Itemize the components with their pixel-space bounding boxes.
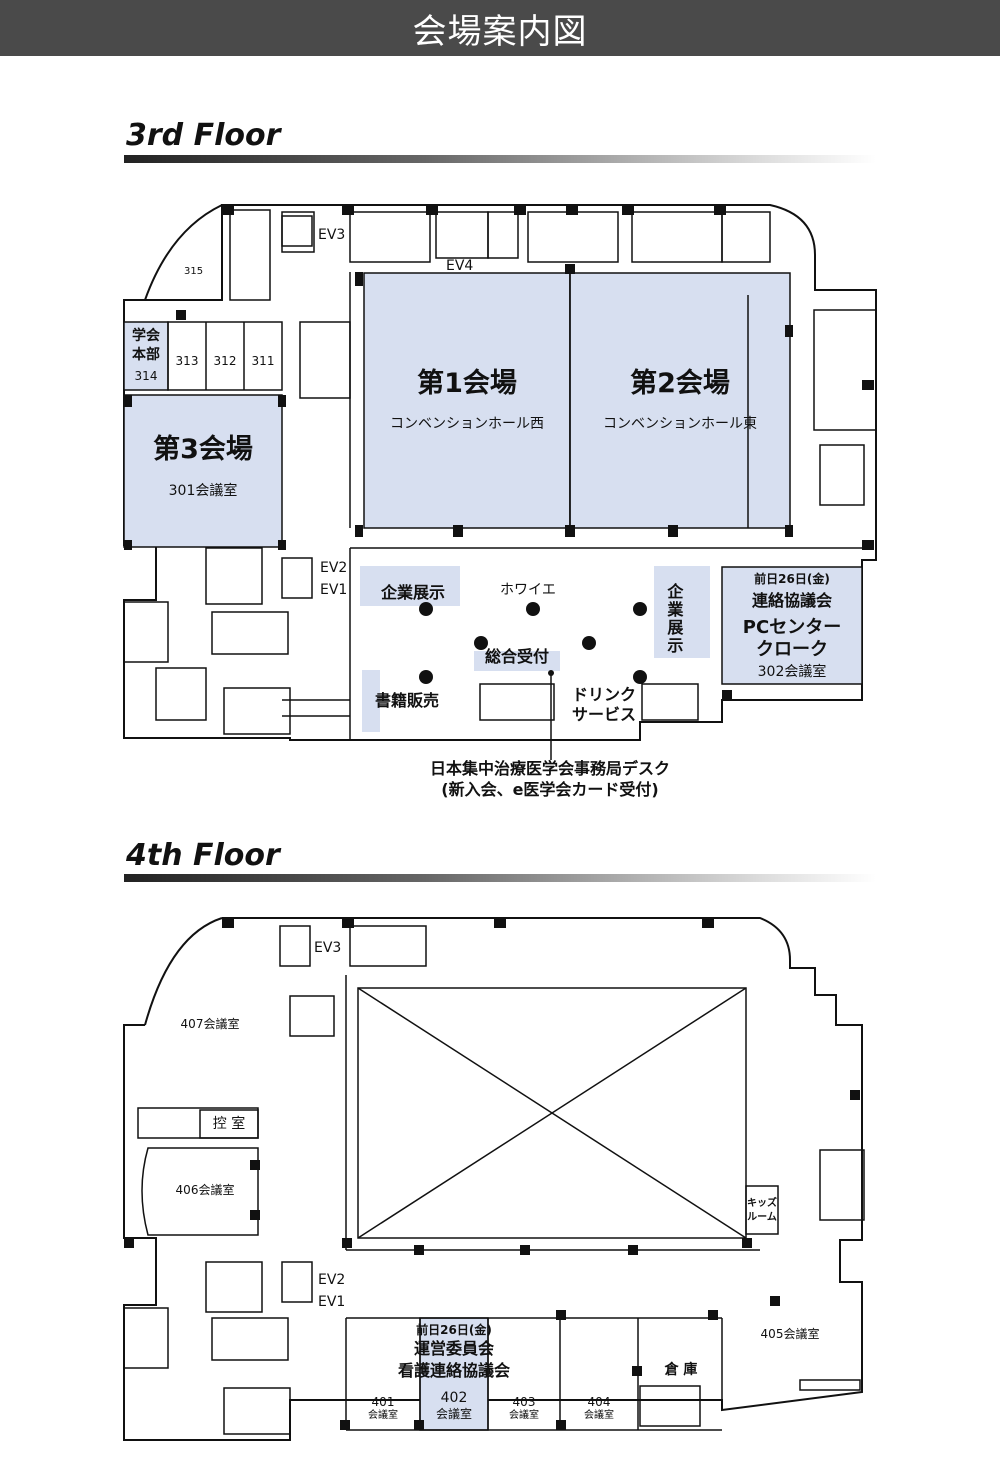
reception-label: 総合受付 <box>484 647 549 666</box>
exhibit-left: 企業展示 <box>380 583 445 602</box>
room-314: 314 <box>134 369 158 383</box>
room-302: 302会議室 <box>757 664 827 680</box>
room-315: 315 <box>184 266 204 277</box>
pc-meeting: 連絡協議会 <box>751 591 832 610</box>
hq-line1: 学会 <box>132 328 160 344</box>
desk-line2: (新入会、e医学会カード受付) <box>441 780 659 799</box>
hq-line2: 本部 <box>132 347 160 363</box>
f4-meeting-line2: 看護連絡協議会 <box>397 1361 510 1380</box>
desk-line1: 日本集中治療医学会事務局デスク <box>429 759 670 778</box>
souko-room: 倉 庫 <box>664 1362 698 1378</box>
room-311: 311 <box>251 354 275 368</box>
f4-meeting-line1: 運営委員会 <box>413 1339 494 1358</box>
ev1-label: EV1 <box>320 582 348 598</box>
room-406: 406会議室 <box>175 1183 235 1197</box>
room-402-num: 402 <box>440 1390 468 1406</box>
f4-meeting-note: 前日26日(金) <box>416 1323 492 1337</box>
f4-ev1-label: EV1 <box>318 1294 346 1310</box>
hall1-name: 第1会場 <box>417 368 517 399</box>
room-404-name: 会議室 <box>584 1410 614 1421</box>
room-404-num: 404 <box>587 1395 611 1409</box>
floor3-heading: 3rd Floor <box>126 118 281 153</box>
hall3-sub: 301会議室 <box>168 483 238 499</box>
hall3-name: 第3会場 <box>153 434 253 465</box>
floor4-heading-line <box>124 874 876 882</box>
kids-line2: ルーム <box>747 1212 777 1223</box>
pc-note: 前日26日(金) <box>754 572 830 586</box>
floor3-heading-line <box>124 155 876 163</box>
pc-center: PCセンター <box>742 617 842 638</box>
books-label: 書籍販売 <box>374 691 439 710</box>
hall1-sub: コンベンションホール西 <box>390 416 544 432</box>
room-312: 312 <box>213 354 237 368</box>
room-401-name: 会議室 <box>368 1410 398 1421</box>
room-403-name: 会議室 <box>509 1410 539 1421</box>
f4-ev3-label: EV3 <box>314 940 342 956</box>
ev2-label: EV2 <box>320 560 348 576</box>
ev4-label: EV4 <box>446 258 474 274</box>
page-title: 会場案内図 <box>0 0 1000 56</box>
hall2-sub: コンベンションホール東 <box>603 416 757 432</box>
kids-line1: キッズ <box>747 1198 777 1209</box>
room-402-name: 会議室 <box>435 1407 472 1421</box>
drink-line1: ドリンク <box>571 685 636 704</box>
room-403-num: 403 <box>512 1395 536 1409</box>
room-407: 407会議室 <box>180 1017 240 1031</box>
room-313: 313 <box>175 354 199 368</box>
foyer-label: ホワイエ <box>500 582 556 598</box>
exhibit-right: 企業展示 <box>664 583 684 655</box>
room-405: 405会議室 <box>760 1327 820 1341</box>
hikae-room: 控 室 <box>212 1116 246 1132</box>
drink-line2: サービス <box>571 705 636 724</box>
hall2-name: 第2会場 <box>630 368 730 399</box>
room-401-num: 401 <box>371 1395 395 1409</box>
floor4-heading: 4th Floor <box>126 838 280 873</box>
cloak: クローク <box>756 639 828 660</box>
ev3-label: EV3 <box>318 227 346 243</box>
f4-ev2-label: EV2 <box>318 1272 346 1288</box>
